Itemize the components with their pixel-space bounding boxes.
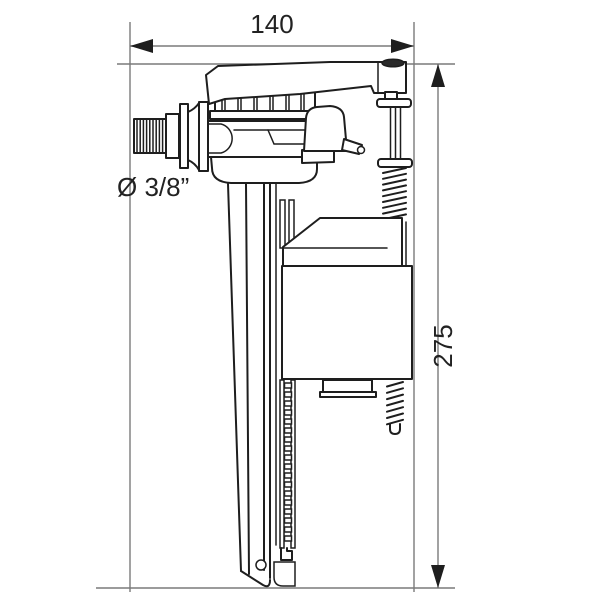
valve-body-boss: [207, 123, 233, 154]
valve-body-step: [267, 129, 311, 145]
arrow-left-icon: [130, 39, 153, 53]
float: [281, 217, 413, 380]
tube-inner-left-edge: [245, 183, 250, 575]
screw-tip: [389, 423, 401, 435]
outlet-box: [322, 379, 373, 393]
inlet-flange-right: [198, 101, 209, 172]
arrow-right-icon: [391, 39, 414, 53]
inlet-shank: [133, 101, 209, 172]
float-body: [281, 265, 413, 380]
tube-mounting-hole: [255, 559, 267, 571]
inlet-cone-seal: [187, 102, 200, 171]
inlet-flange-left: [179, 103, 189, 169]
adjustment-rack: [273, 199, 296, 587]
tube-bottom-edge: [240, 570, 271, 588]
adjustment-screw: [386, 381, 404, 435]
thread-size-label: Ø 3/8”: [117, 172, 189, 202]
rack-bottom-hook: [280, 547, 293, 561]
arm-pivot-cap: [381, 58, 405, 68]
spring-washer: [377, 158, 413, 168]
height-dimension-label: 275: [428, 324, 458, 367]
float-arm-body: [205, 61, 407, 105]
dimension-framework: 140 275: [96, 9, 458, 592]
arrow-up-icon: [431, 64, 445, 87]
rack-foot: [273, 561, 296, 587]
inlet-nut: [165, 113, 180, 159]
tube-outer-left-edge: [227, 183, 242, 572]
fill-tube: [227, 183, 277, 588]
screw-thread: [386, 381, 404, 426]
float-arm: [205, 58, 407, 105]
rack-teeth: [283, 382, 293, 542]
rack-rod-left: [279, 199, 286, 249]
outlet-bowl: [210, 156, 318, 184]
width-dimension: 140: [130, 9, 414, 53]
crank-body: [303, 105, 348, 152]
arrow-down-icon: [431, 565, 445, 588]
height-dimension: 275: [428, 64, 458, 588]
crank-pin-tip: [356, 145, 366, 155]
outlet-plate: [319, 391, 377, 398]
pushrod-collar: [376, 98, 412, 108]
width-dimension-label: 140: [250, 9, 293, 39]
pushrod-assembly: [376, 91, 413, 221]
inlet-thread-hatch: [136, 119, 164, 153]
float-top-chamber: [282, 217, 403, 267]
flush-outlet: [319, 379, 377, 398]
valve-head: [133, 58, 407, 184]
valve-cap-flange: [209, 110, 318, 120]
rack-rail-left: [279, 379, 285, 549]
lever-crank: [303, 105, 366, 155]
spring: [382, 167, 407, 221]
